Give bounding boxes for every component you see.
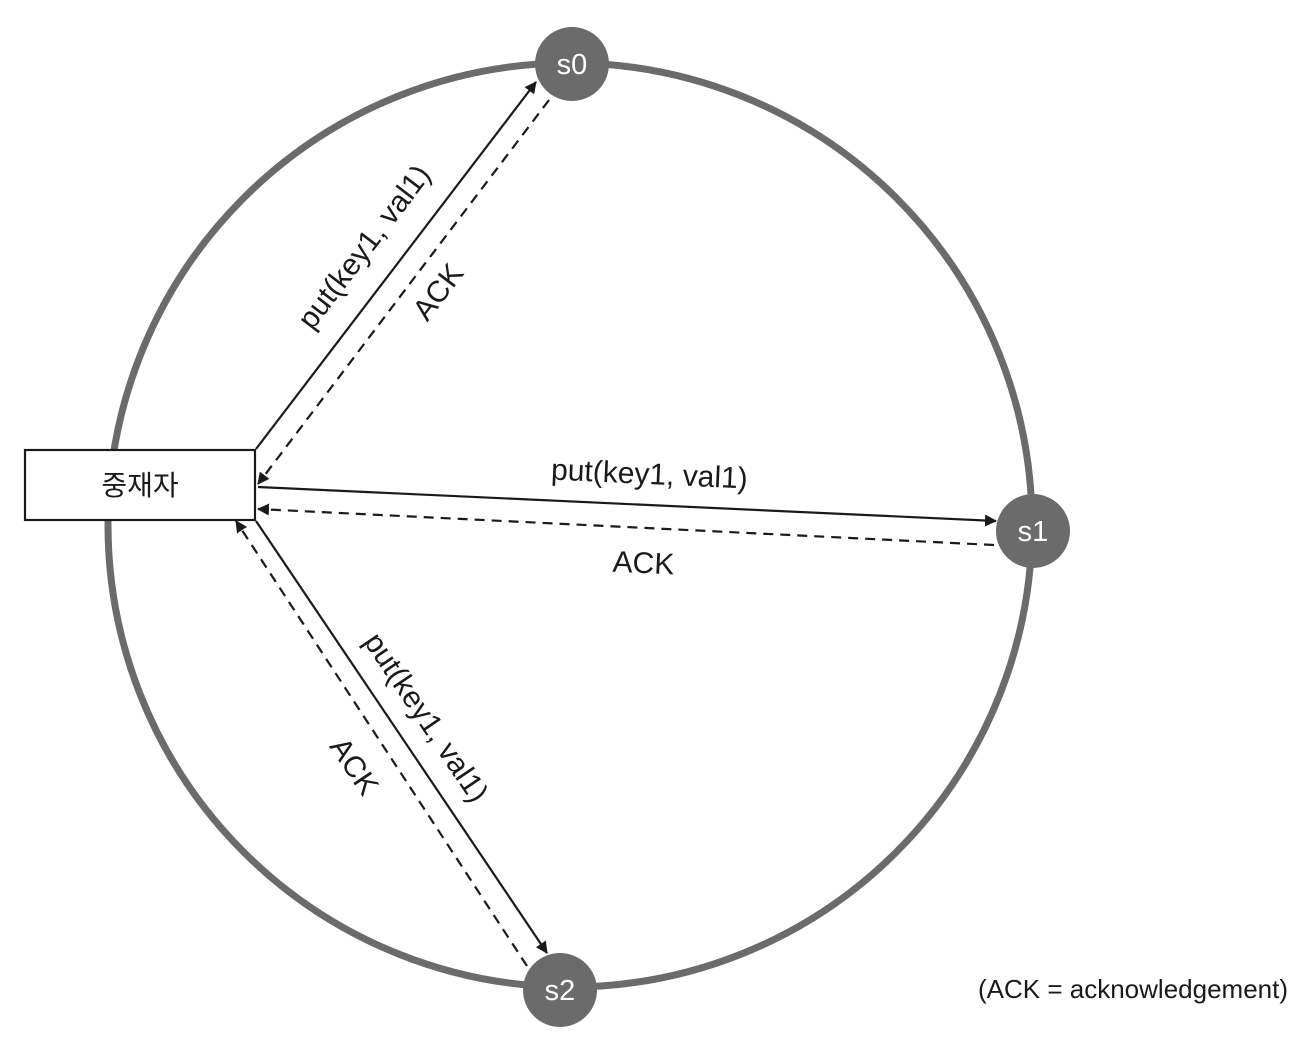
coordinator-label: 중재자 (101, 469, 178, 502)
coordinator-box: 중재자 (23, 448, 257, 522)
ack-arrow-from-s0 (257, 99, 550, 485)
put-label-s1: put(key1, val1) (550, 454, 748, 496)
node-s1-label: s1 (1018, 516, 1049, 548)
put-arrow-to-s1 (257, 485, 997, 527)
ack-label-s1: ACK (612, 546, 675, 582)
node-s2-label: s2 (545, 975, 576, 1007)
node-s2: s2 (523, 953, 597, 1027)
put-arrow-to-s2 (255, 520, 548, 954)
ack-arrow-from-s1 (257, 503, 995, 547)
node-s1: s1 (996, 494, 1070, 568)
put-arrow-to-s0 (255, 81, 537, 450)
node-s0: s0 (535, 27, 609, 101)
ack-footnote: (ACK = acknowledgement) (978, 974, 1288, 1004)
node-s0-label: s0 (557, 49, 588, 81)
ack-label-s0: ACK (407, 258, 471, 327)
ack-label-s2: ACK (323, 732, 385, 802)
hash-ring (104, 59, 1036, 991)
ack-arrow-from-s2 (235, 520, 528, 967)
